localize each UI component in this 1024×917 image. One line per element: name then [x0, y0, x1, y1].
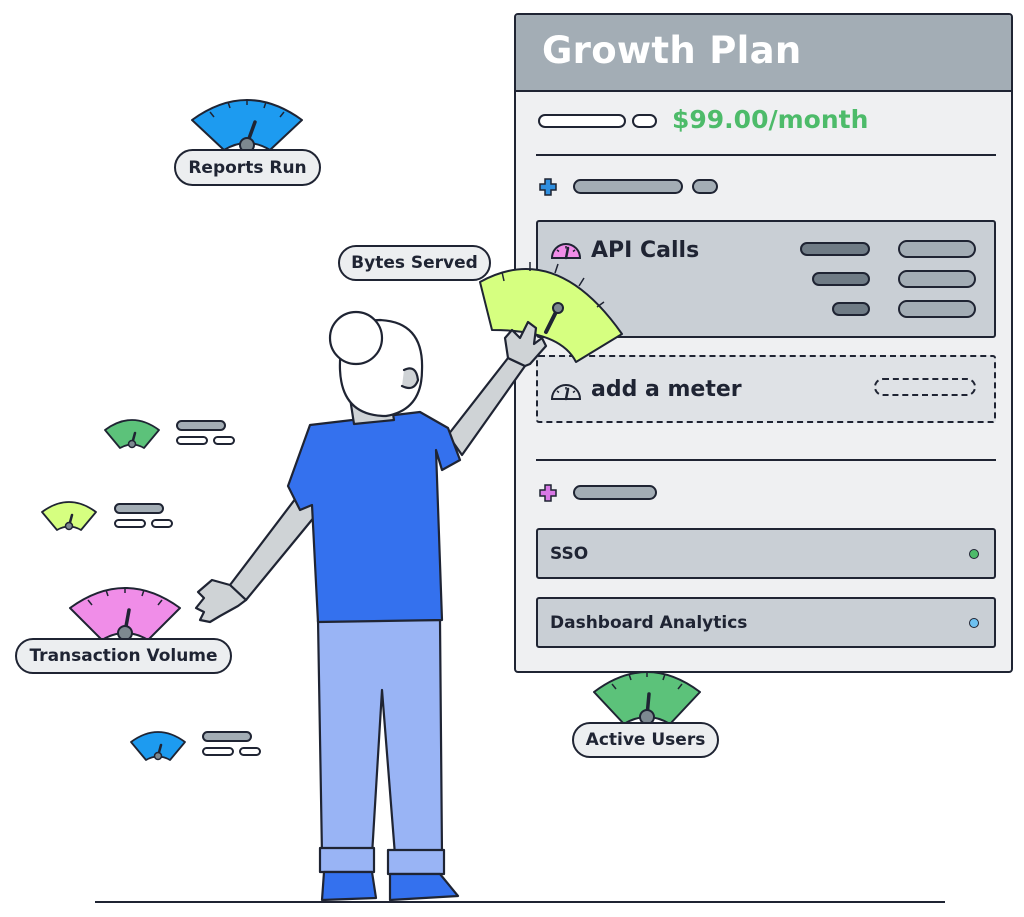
placeholder-line [812, 272, 870, 286]
gauge-icon [550, 243, 582, 260]
placeholder-line [213, 436, 235, 445]
placeholder-line [176, 420, 226, 431]
placeholder-line [202, 731, 252, 742]
feature-label: SSO [550, 544, 589, 564]
add-meter-button[interactable]: add a meter [536, 355, 996, 423]
needle-icon [544, 302, 564, 334]
placeholder-line [239, 747, 261, 756]
growth-plan-card: Growth Plan $99.00/month API Calls add a… [514, 13, 1013, 673]
meter-api-calls[interactable]: API Calls [536, 220, 996, 338]
feature-sso[interactable]: SSO [536, 528, 996, 579]
feature-label: Dashboard Analytics [550, 613, 748, 633]
transaction-volume-gauge [69, 587, 181, 641]
placeholder-line [176, 436, 208, 445]
placeholder-line [114, 503, 164, 514]
divider [536, 154, 996, 156]
reports-run-label: Reports Run [174, 149, 321, 186]
placeholder-line [898, 300, 976, 318]
placeholder-line [573, 179, 683, 194]
meter-label: API Calls [591, 238, 700, 263]
plan-price: $99.00/month [672, 105, 869, 134]
placeholder-line [800, 242, 870, 256]
small-gauge-icon [104, 419, 160, 449]
add-meter-label: add a meter [591, 377, 742, 402]
reports-run-gauge [191, 99, 303, 153]
placeholder-line [114, 519, 146, 528]
ground-line [95, 901, 945, 903]
active-users-label: Active Users [572, 722, 719, 758]
transaction-volume-label: Transaction Volume [15, 638, 232, 674]
plan-title: Growth Plan [542, 29, 802, 72]
placeholder-line [692, 179, 718, 194]
placeholder-line [898, 240, 976, 258]
placeholder-line [538, 114, 626, 128]
status-dot [969, 618, 979, 628]
small-gauge-icon [41, 501, 97, 531]
feature-dashboard-analytics[interactable]: Dashboard Analytics [536, 597, 996, 648]
divider [536, 459, 996, 461]
placeholder-line [898, 270, 976, 288]
placeholder-line [874, 378, 976, 396]
plus-icon [539, 178, 557, 196]
status-dot [969, 549, 979, 559]
bytes-served-label: Bytes Served [338, 245, 491, 281]
placeholder-line [202, 747, 234, 756]
placeholder-line [632, 114, 657, 128]
gauge-icon [550, 384, 582, 401]
plan-header: Growth Plan [516, 15, 1011, 92]
active-users-gauge [593, 671, 701, 725]
person-illustration [194, 310, 548, 902]
plus-icon [539, 484, 557, 502]
small-gauge-icon [130, 731, 186, 761]
placeholder-line [573, 485, 657, 500]
placeholder-line [151, 519, 173, 528]
placeholder-line [832, 302, 870, 316]
